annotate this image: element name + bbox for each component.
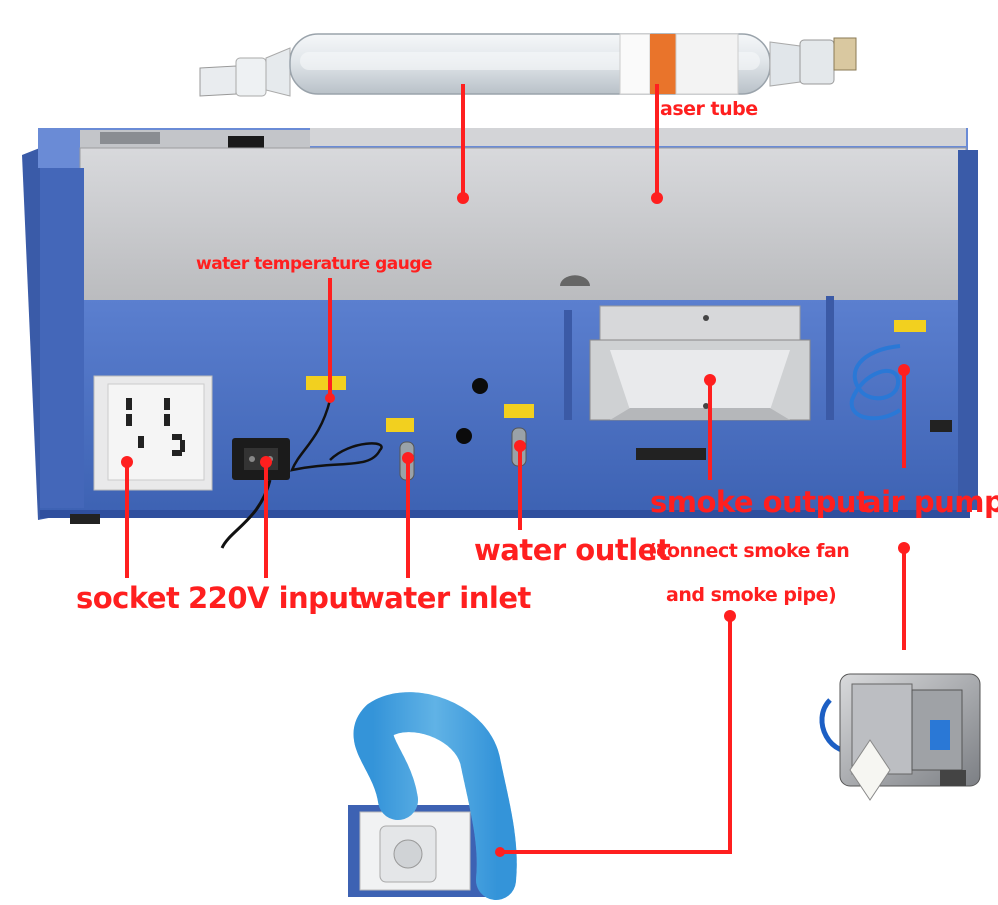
socket-panel: [93, 375, 213, 491]
smoke-fan-image: [348, 692, 517, 900]
label-socket: socket: [76, 581, 180, 615]
label-air-pump: air pump: [862, 485, 998, 519]
air-tube-coil: [849, 320, 926, 421]
label-water-outlet: water outlet: [474, 533, 671, 567]
air-pump-image: [819, 673, 981, 801]
label-smoke-note-line1: (connect smoke fan: [648, 540, 850, 562]
label-water-inlet: water inlet: [358, 581, 531, 615]
hole: [456, 428, 472, 444]
hole: [472, 378, 488, 394]
laser-tube-image: [199, 33, 857, 97]
label-smoke-output: smoke output: [650, 485, 870, 519]
water-inlet-fitting: [386, 418, 415, 481]
smoke-output-box: [564, 296, 834, 421]
label-220v-input: 220V input: [188, 581, 362, 615]
label-water-temperature-gauge: water temperature gauge: [196, 254, 433, 274]
annotation-lines: [125, 84, 906, 854]
gauge-wires: [289, 376, 383, 472]
annotation-dots: [121, 192, 910, 857]
label-laser-tube: laser tube: [654, 98, 758, 120]
label-smoke-note-line2: and smoke pipe): [666, 584, 837, 606]
